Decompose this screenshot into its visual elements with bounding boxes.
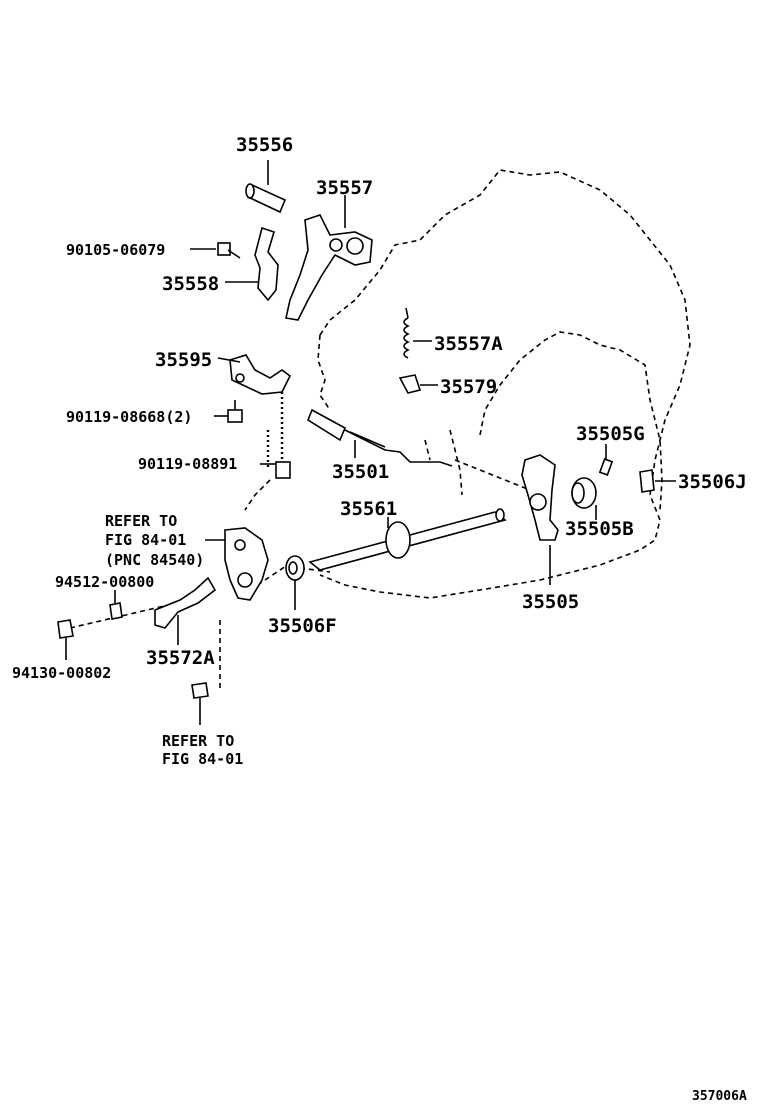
part-35557-lever[interactable] <box>285 195 373 321</box>
part-35505B-bushing[interactable] <box>571 477 597 520</box>
part-35506F-seal[interactable] <box>285 555 305 610</box>
label-35557A: 35557A <box>434 333 503 355</box>
part-35557A-spring[interactable] <box>403 307 432 359</box>
part-35501-rod[interactable] <box>307 408 453 467</box>
label-refer2-line2: FIG 84-01 <box>162 750 243 768</box>
part-35506J[interactable] <box>639 469 676 493</box>
neutral-switch-assembly[interactable] <box>205 527 269 601</box>
label-90119-08668: 90119-08668(2) <box>66 408 192 426</box>
label-35505G: 35505G <box>576 423 645 445</box>
part-90119-08891-bolt[interactable] <box>260 461 291 479</box>
part-35579-pin[interactable] <box>398 374 438 394</box>
label-35572A: 35572A <box>146 647 215 669</box>
part-35505-lever[interactable] <box>521 454 559 585</box>
label-35505B: 35505B <box>565 518 634 540</box>
part-35595-clamp[interactable] <box>217 354 292 395</box>
refer-bolt[interactable] <box>191 682 209 725</box>
part-35558-bracket[interactable] <box>225 226 279 302</box>
label-refer2-line1: REFER TO <box>162 732 234 750</box>
label-35556: 35556 <box>236 134 293 156</box>
label-90105-06079: 90105-06079 <box>66 241 165 259</box>
part-35572A-bracket[interactable] <box>154 576 217 645</box>
transmission-housing-outline <box>244 169 691 599</box>
label-94130-00802: 94130-00802 <box>12 664 111 682</box>
label-35501: 35501 <box>332 461 389 483</box>
part-90119-08668-bolt[interactable] <box>214 400 243 423</box>
label-94512-00800: 94512-00800 <box>55 573 154 591</box>
label-90119-08891: 90119-08891 <box>138 455 237 473</box>
label-refer1-line1: REFER TO <box>105 512 177 530</box>
part-35556-pin[interactable] <box>245 160 287 214</box>
label-35595: 35595 <box>155 349 212 371</box>
label-35558: 35558 <box>162 273 219 295</box>
label-35505: 35505 <box>522 591 579 613</box>
label-35557: 35557 <box>316 177 373 199</box>
part-94130-00802-nut[interactable] <box>57 619 74 660</box>
part-94512-00800-washer[interactable] <box>109 590 123 620</box>
part-35505G[interactable] <box>598 444 614 476</box>
part-90105-06079-bolt[interactable] <box>190 242 241 259</box>
label-35506J: 35506J <box>678 471 747 493</box>
label-35506F: 35506F <box>268 615 337 637</box>
label-refer1-line3: (PNC 84540) <box>105 551 204 569</box>
figure-code: 357006A <box>692 1089 747 1104</box>
label-35579: 35579 <box>440 376 497 398</box>
part-35561-shaft[interactable] <box>308 508 507 571</box>
label-refer1-line2: FIG 84-01 <box>105 531 186 549</box>
label-35561: 35561 <box>340 498 397 520</box>
